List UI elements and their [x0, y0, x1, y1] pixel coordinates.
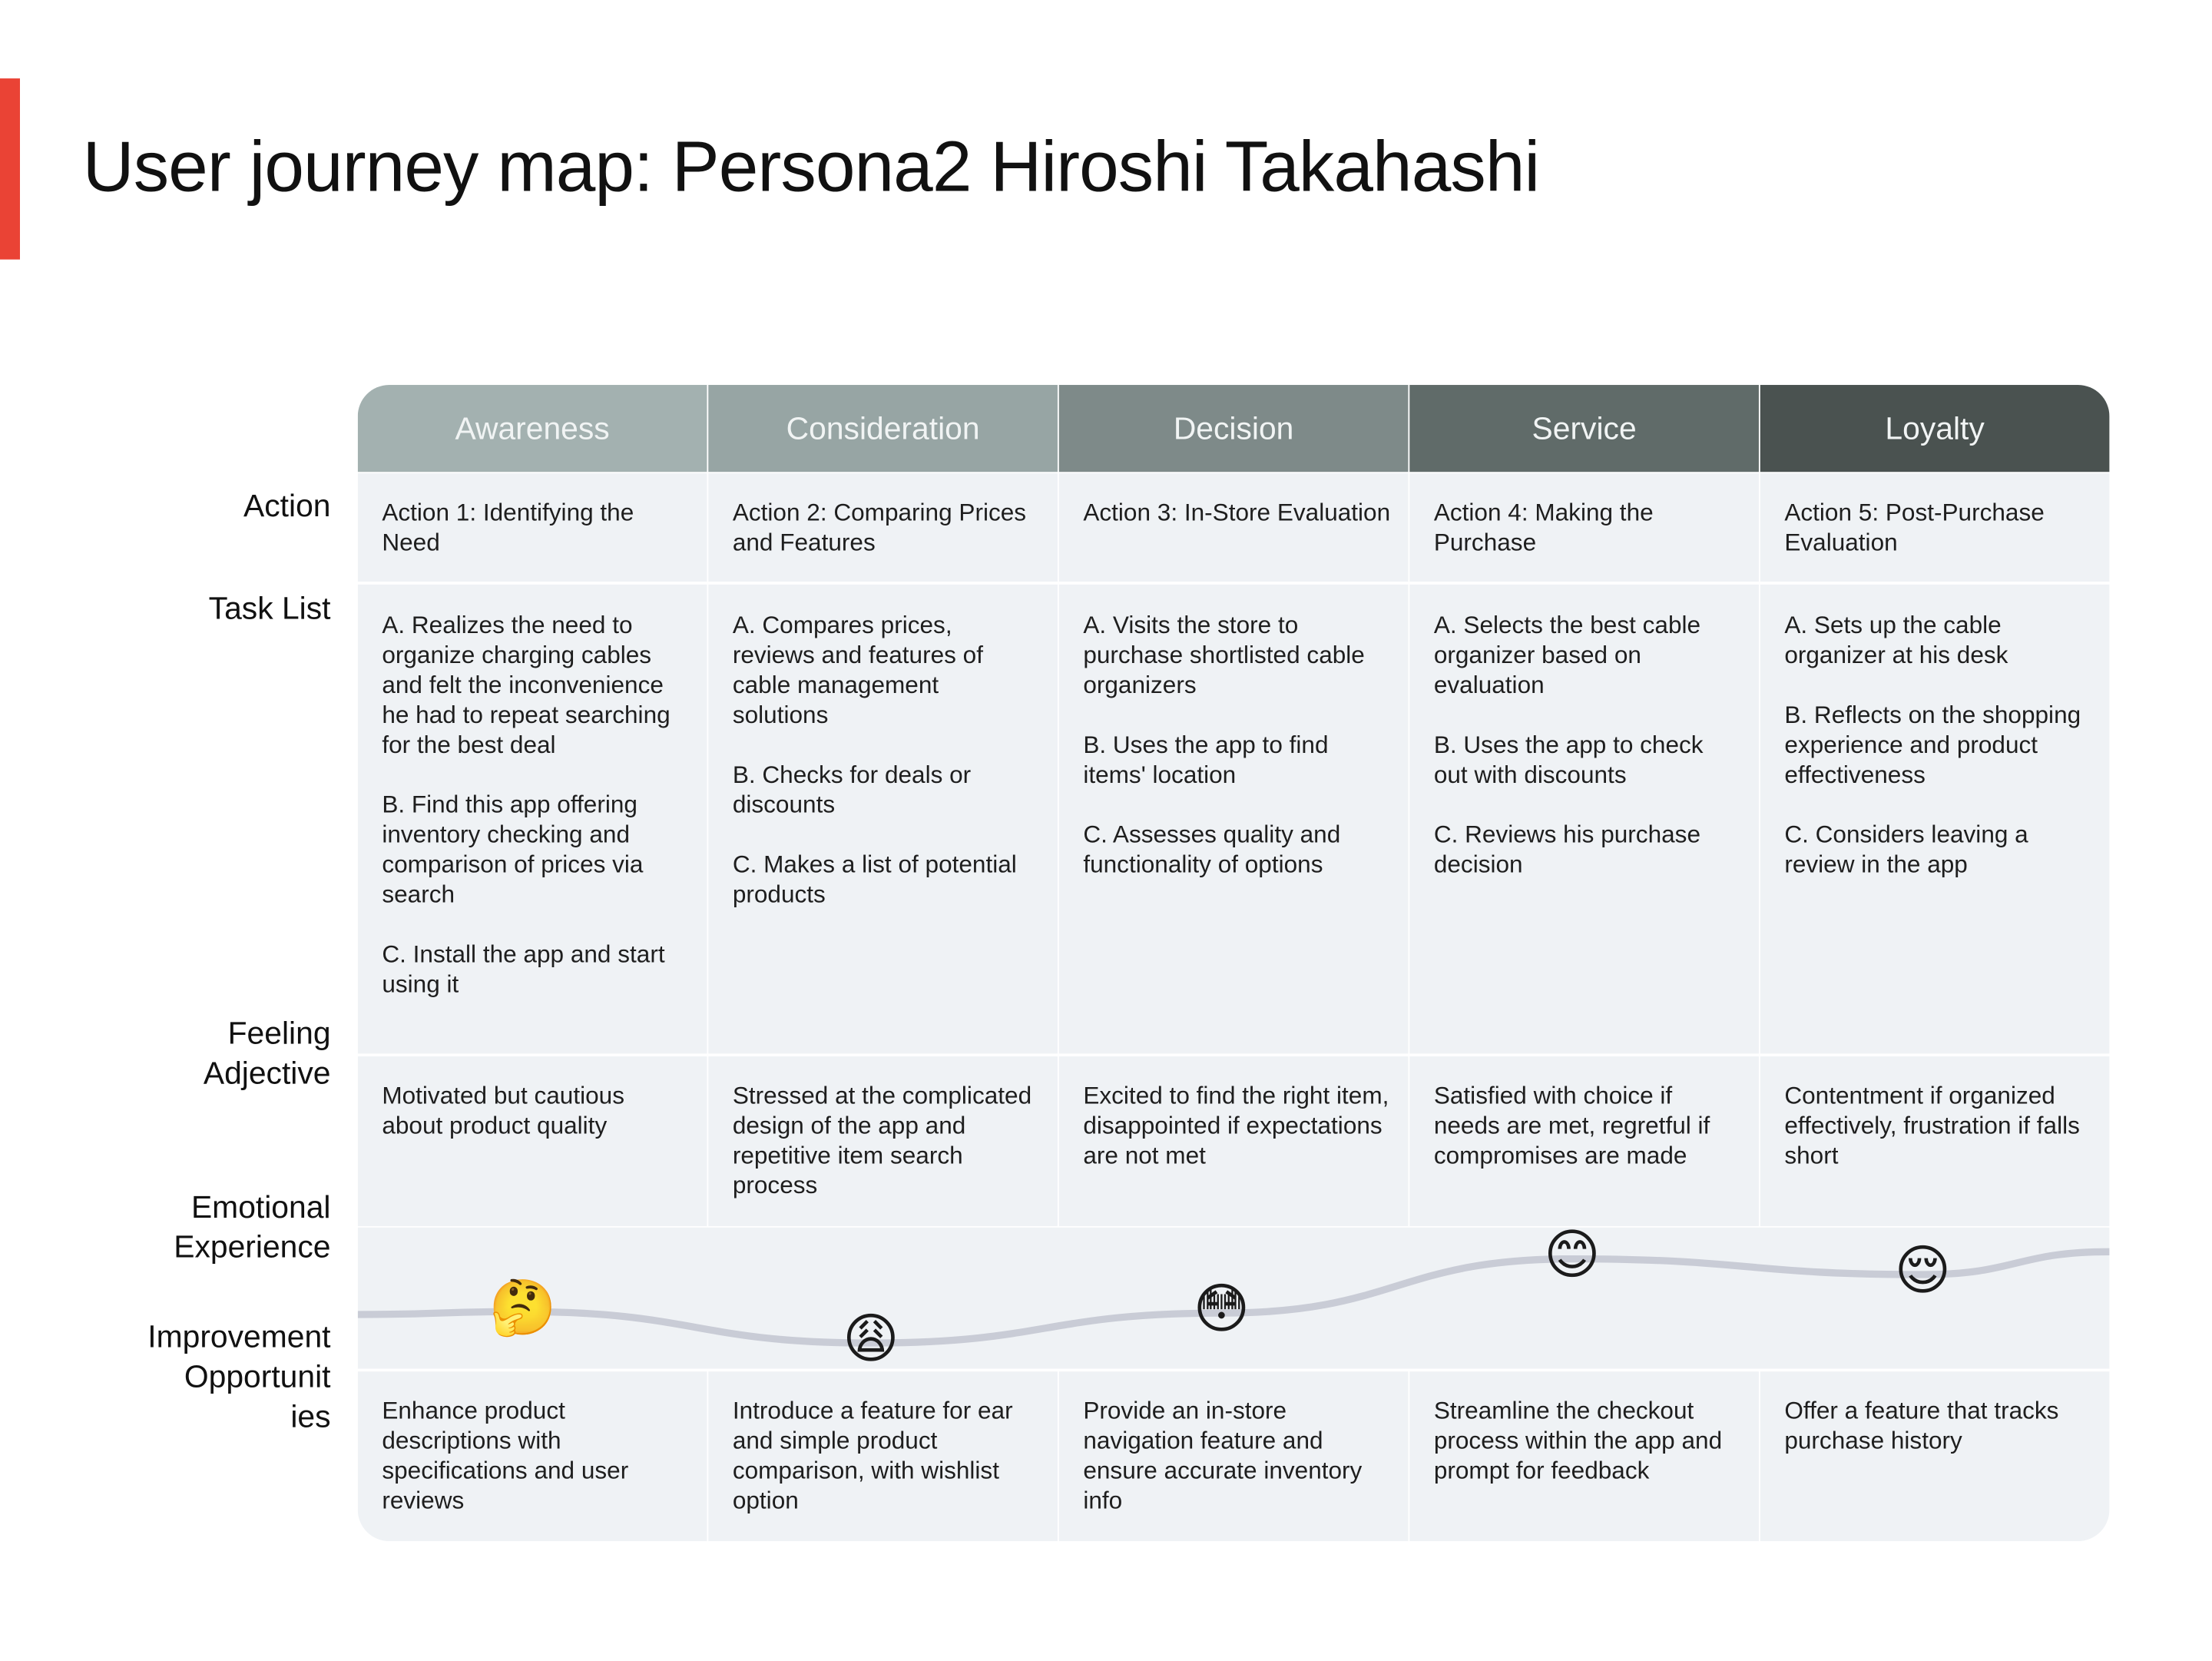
task-list-cell: A. Realizes the need to organize chargin… [357, 584, 707, 1054]
feeling-cell: Excited to find the right item, disappoi… [1058, 1056, 1409, 1226]
row-label-action: Action [243, 487, 331, 524]
stage-header-awareness: Awareness [357, 385, 707, 472]
flushed-face-icon: 😳 [1193, 1280, 1250, 1341]
stage-header-consideration: Consideration [708, 385, 1058, 472]
emotional-experience-row: 🤔 😩 😳 😊 😌 [357, 1225, 2110, 1371]
task-list-cell: A. Compares prices, reviews and features… [708, 584, 1058, 1054]
improvement-cell: Enhance product descriptions with specif… [357, 1371, 707, 1542]
smiling-face-icon: 😊 [1544, 1225, 1601, 1286]
improvement-cell: Introduce a feature for ear and simple p… [708, 1371, 1058, 1542]
action-cell: Action 5: Post-Purchase Evaluation [1760, 473, 2110, 582]
improvement-cell: Offer a feature that tracks purchase his… [1760, 1371, 2110, 1542]
stage-header-decision: Decision [1058, 385, 1409, 472]
action-cell: Action 4: Making the Purchase [1409, 473, 1759, 582]
improvement-cell: Provide an in-store navigation feature a… [1058, 1371, 1409, 1542]
relieved-face-icon: 😌 [1894, 1242, 1952, 1302]
accent-bar [0, 78, 20, 260]
action-cell: Action 2: Comparing Prices and Features [708, 473, 1058, 582]
weary-face-icon: 😩 [843, 1310, 899, 1371]
feeling-cell: Contentment if organized effectively, fr… [1760, 1056, 2110, 1226]
stage-header-loyalty: Loyalty [1760, 385, 2110, 472]
feeling-cell: Stressed at the complicated design of th… [708, 1056, 1058, 1226]
task-list-cell: A. Selects the best cable organizer base… [1409, 584, 1759, 1054]
action-cell: Action 1: Identifying the Need [357, 473, 707, 582]
stage-header-service: Service [1409, 385, 1759, 472]
task-list-cell: A. Sets up the cable organizer at his de… [1760, 584, 2110, 1054]
row-label-emotional: Emotional Experience [174, 1189, 331, 1265]
page-title: User journey map: Persona2 Hiroshi Takah… [82, 127, 1541, 207]
row-label-task-list: Task List [208, 590, 331, 626]
feeling-cell: Satisfied with choice if needs are met, … [1409, 1056, 1759, 1226]
improvement-cell: Streamline the checkout process within t… [1409, 1371, 1759, 1542]
action-cell: Action 3: In-Store Evaluation [1058, 473, 1409, 582]
row-label-feeling: Feeling Adjective [203, 1015, 331, 1091]
thinking-face-icon: 🤔 [488, 1278, 557, 1339]
feeling-cell: Motivated but cautious about product qua… [357, 1056, 707, 1226]
emotion-curve [357, 1248, 2110, 1347]
emotion-curve-chart [357, 1248, 2110, 1347]
task-list-cell: A. Visits the store to purchase shortlis… [1058, 584, 1409, 1054]
row-label-improvement: Improvement Opportunit ies [147, 1318, 331, 1434]
